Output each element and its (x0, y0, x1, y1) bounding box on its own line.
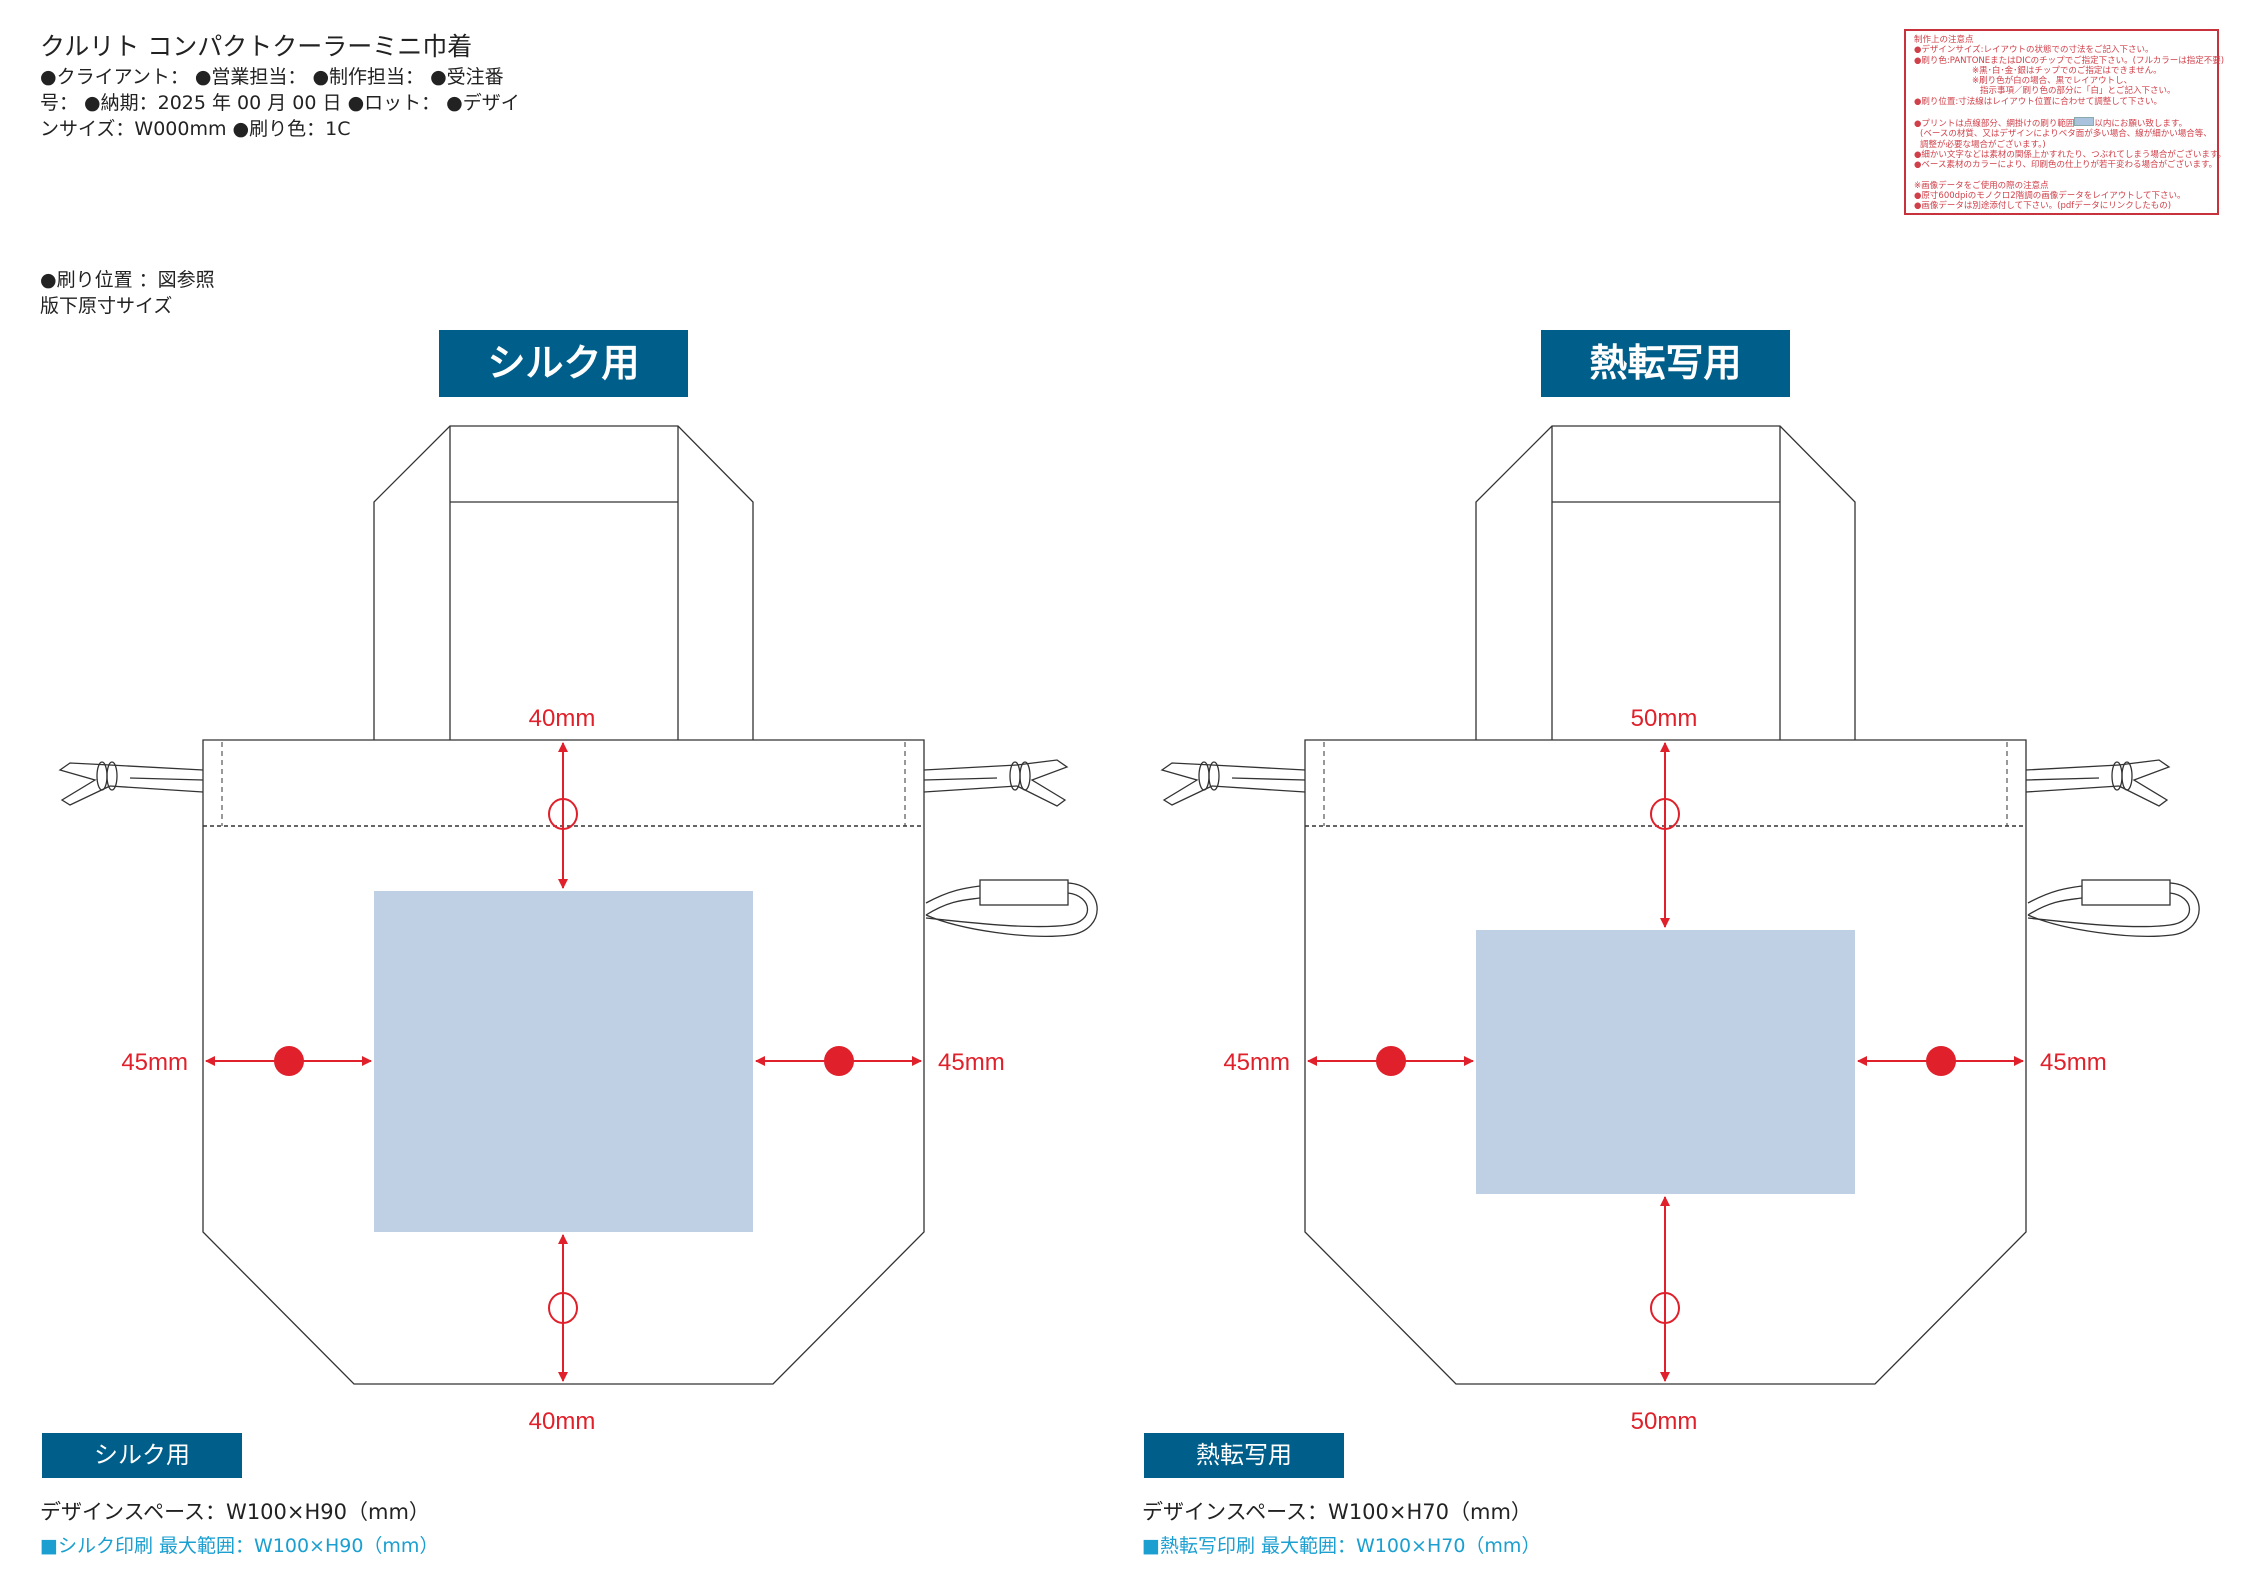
top-margin-label: 40mm (529, 705, 596, 732)
note-line: 調整が必要な場合がございます。) (1920, 139, 2046, 150)
note-line: ※刷り色が白の場合、黒でレイアウトし、 (1972, 76, 2133, 87)
left-margin-label: 45mm (1223, 1049, 1290, 1076)
heat-transfer-design-space: デザインスペース：W100×H70（mm） (1142, 1500, 1532, 1524)
top-margin-label: 50mm (1631, 705, 1698, 732)
print-position: ●刷り位置 ：図参照 (40, 269, 215, 291)
note-line: (ベースの材質、又はデザインによりベタ面が多い場合、線が細かい場合等、 (1920, 129, 2212, 140)
bottom-margin-label: 40mm (529, 1408, 596, 1435)
note-line: ●ベース素材のカラーにより、印刷色の仕上りが若干変わる場合がございます。 (1914, 160, 2218, 171)
heat-transfer-bag: 50mm 50mm 45mm 45mm (1161, 425, 2200, 1435)
note-line: ●細かい文字などは素材の関係上かすれたり、つぶれてしまう場合がございます。 (1914, 149, 2226, 160)
production-notes: 制作上の注意点 ●デザインサイズ:レイアウトの状態での寸法をご記入下さい。 ●刷… (1904, 29, 2226, 215)
silk-heading: シルク用 (439, 330, 688, 397)
heat-transfer-heading: 熱転写用 (1541, 330, 1790, 397)
heat-transfer-max-range: ■熱転写印刷 最大範囲：W100×H70（mm） (1142, 1535, 1541, 1557)
note-line: ●画像データは別途添付して下さい。(pdfデータにリンクしたもの) (1914, 201, 2172, 212)
note-line: ●プリントは点線部分、網掛けの刷り範囲以内にお願い致します。 (1914, 117, 2188, 130)
note-line: ●刷り位置:寸法線はレイアウト位置に合わせて調整して下さい。 (1914, 96, 2163, 107)
right-margin-label: 45mm (938, 1049, 1005, 1076)
print-position-note: ●刷り位置 ：図参照 版下原寸サイズ (40, 267, 215, 319)
notes-title: 制作上の注意点 (1914, 35, 1974, 45)
silk-bag: 40mm 40mm 45mm 45mm (59, 425, 1098, 1435)
bottom-margin-label: 50mm (1631, 1408, 1698, 1435)
silk-max-range: ■シルク印刷 最大範囲：W100×H90（mm） (40, 1535, 439, 1557)
print-range-swatch (2074, 117, 2095, 127)
note-line: ●原寸600dpiのモノクロ2階調の画像データをレイアウトして下さい。 (1914, 190, 2186, 201)
right-margin-label: 45mm (2040, 1049, 2107, 1076)
left-margin-label: 45mm (121, 1049, 188, 1076)
heat-transfer-print-area (1476, 930, 1855, 1194)
silk-print-area (374, 891, 753, 1232)
silk-label: シルク用 (42, 1433, 242, 1478)
product-title: クルリト コンパクトクーラーミニ巾着 (40, 32, 473, 61)
note-line: ●刷り色:PANTONEまたはDICのチップでご指定下さい。(フルカラーは指定不… (1914, 55, 2225, 66)
note-line: ●デザインサイズ:レイアウトの状態での寸法をご記入下さい。 (1914, 45, 2154, 56)
note-line: ※黒･白･金･銀はチップでのご指定はできません。 (1972, 65, 2162, 76)
heat-transfer-label: 熱転写用 (1144, 1433, 1344, 1478)
header: クルリト コンパクトクーラーミニ巾着 ●クライアント： ●営業担当： ●制作担当… (40, 30, 520, 142)
silk-design-space: デザインスペース：W100×H90（mm） (40, 1500, 430, 1524)
note-line: ※画像データをご使用の際の注意点 (1914, 180, 2049, 191)
scale-note: 版下原寸サイズ (40, 295, 173, 317)
order-info: ●クライアント： ●営業担当： ●制作担当： ●受注番号： ●納期：2025 年… (40, 66, 520, 140)
note-line: 指示事項／刷り色の部分に「白」とご記入下さい。 (1980, 86, 2176, 97)
